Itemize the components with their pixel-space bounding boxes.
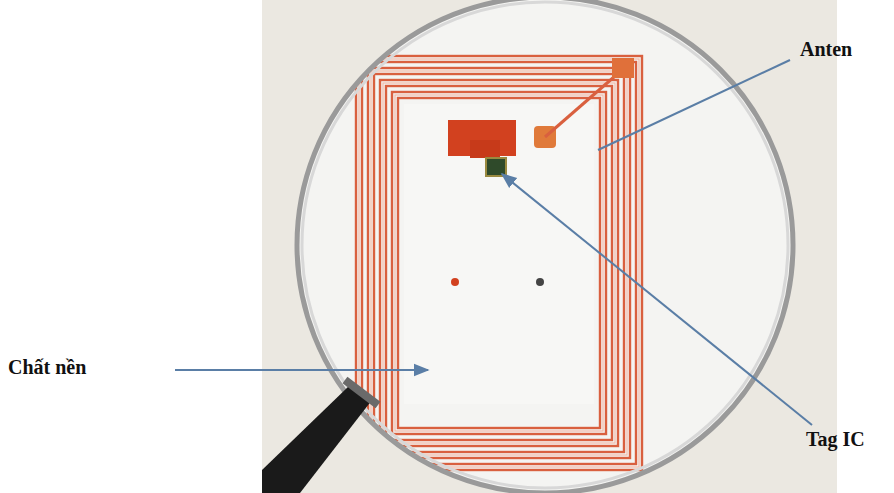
coil-highlight bbox=[359, 59, 639, 467]
magnifier-rim bbox=[297, 0, 793, 493]
magnified-view bbox=[262, 0, 837, 493]
leader-line bbox=[175, 369, 428, 371]
leader-line bbox=[502, 174, 812, 425]
leader-line bbox=[598, 60, 790, 150]
dot bbox=[451, 278, 459, 286]
magnifier-handle bbox=[262, 385, 372, 493]
part-label: Anten bbox=[800, 38, 852, 60]
bridge-trace bbox=[545, 70, 622, 137]
ic-chip bbox=[486, 158, 506, 176]
substrate bbox=[404, 104, 594, 404]
part-label: Chất nền bbox=[8, 356, 86, 378]
antenna-coil bbox=[356, 56, 642, 470]
photo-background bbox=[262, 0, 837, 493]
part-label: Tag IC bbox=[806, 428, 865, 450]
dot bbox=[536, 278, 544, 286]
